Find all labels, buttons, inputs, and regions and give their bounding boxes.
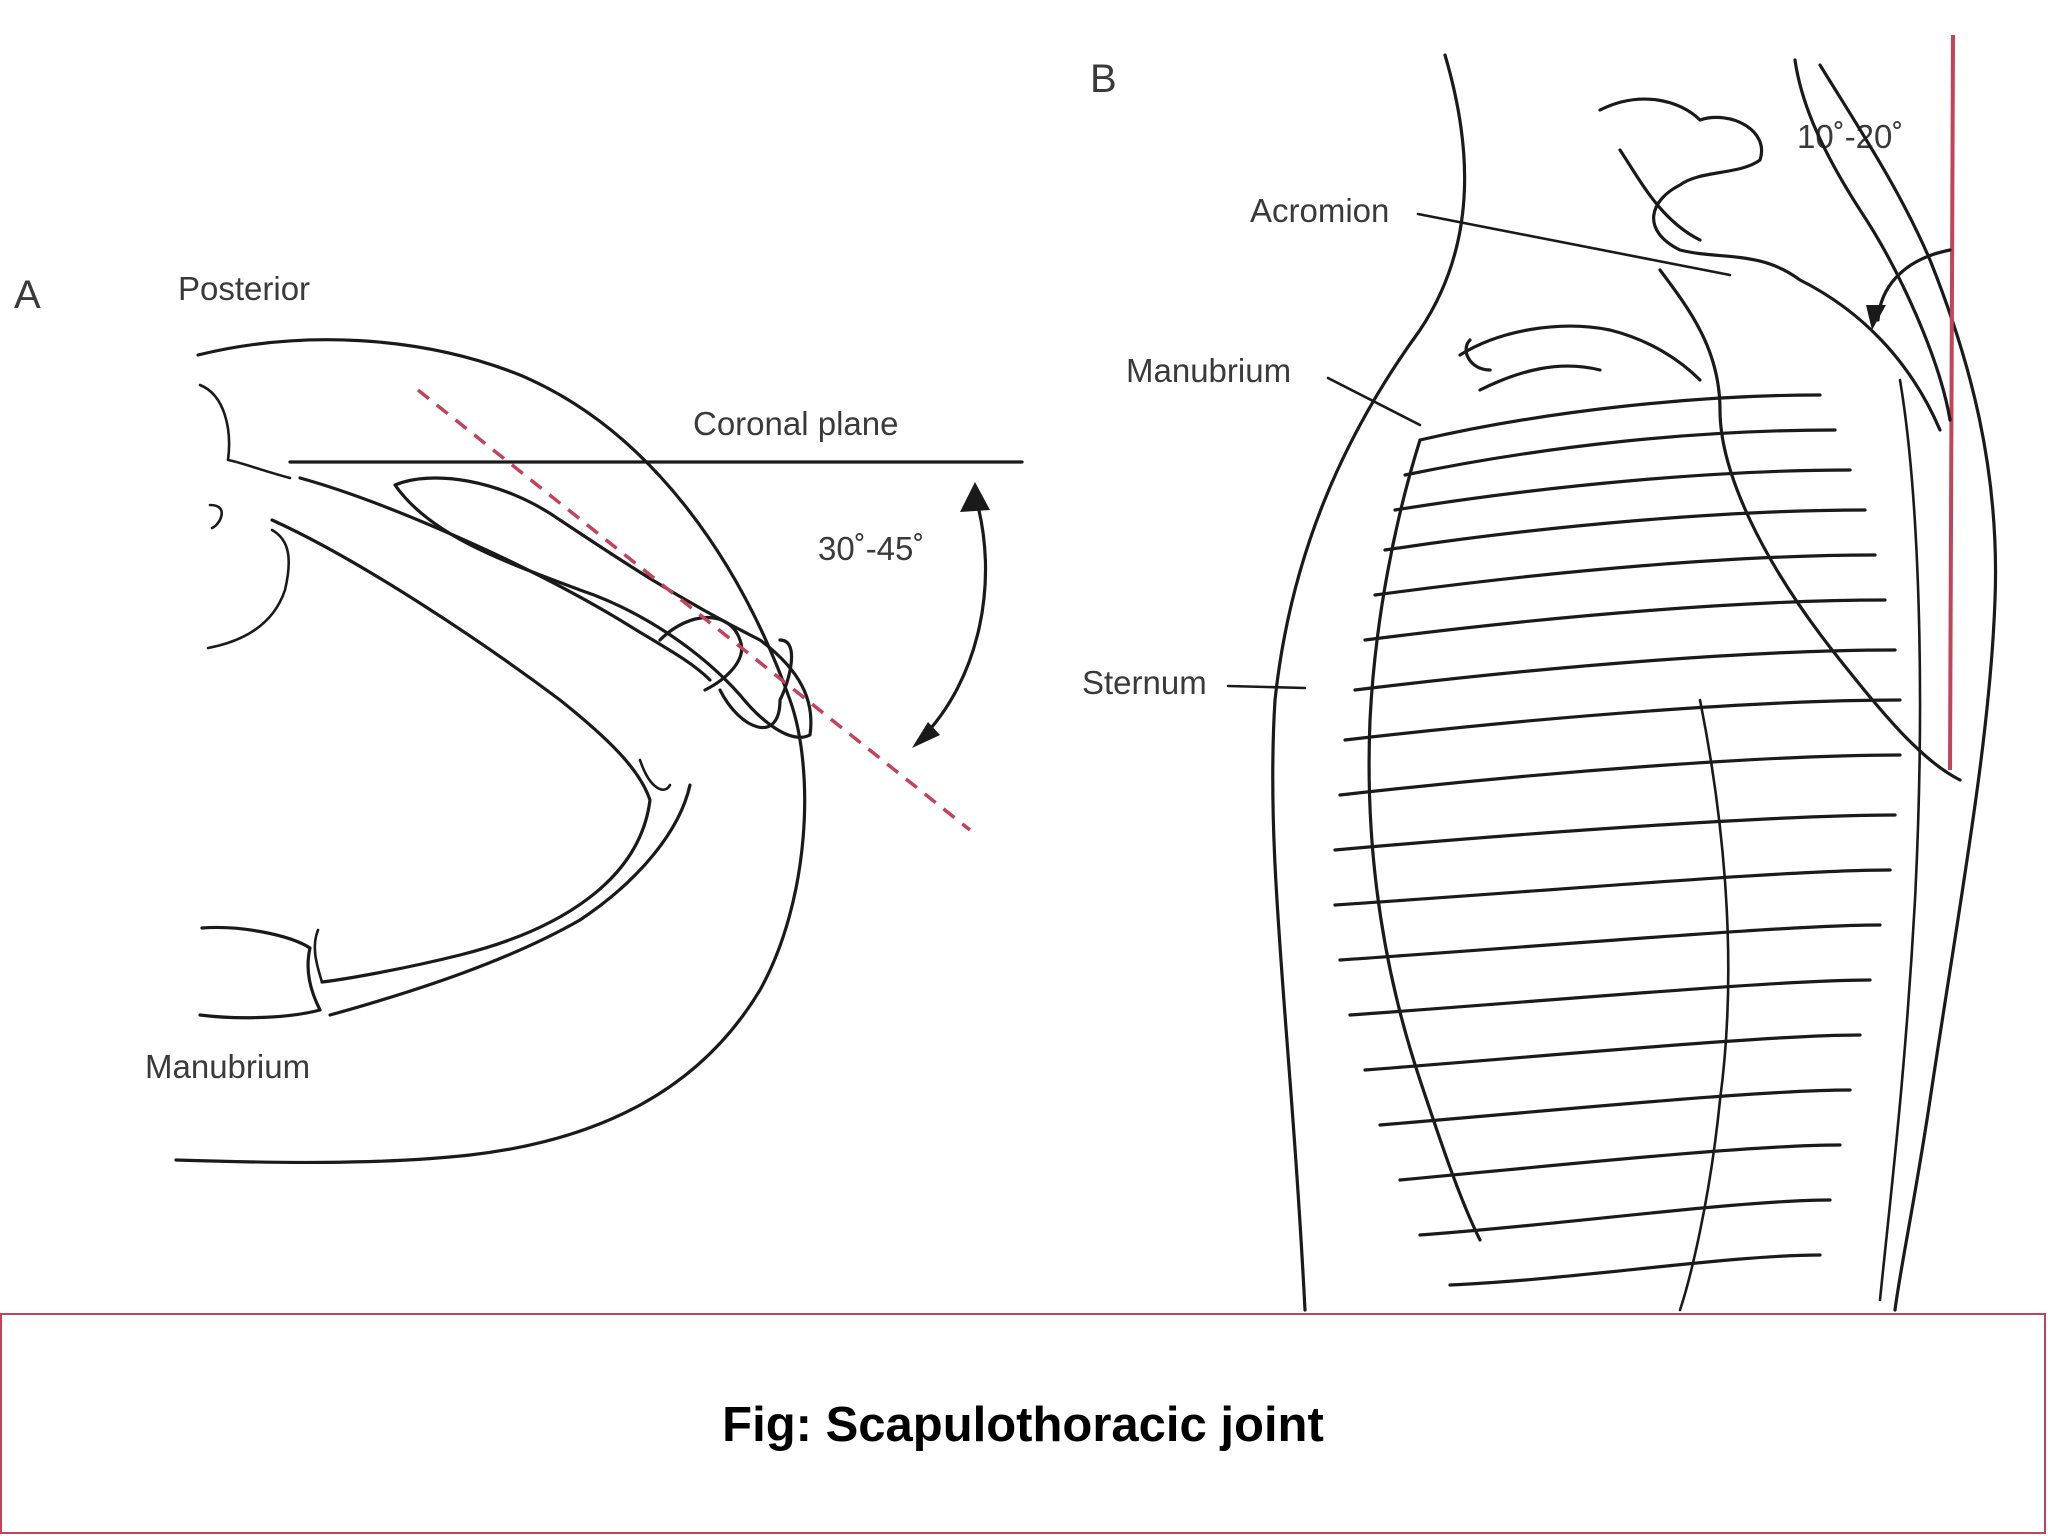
torso-cross-section-drawing	[174, 338, 813, 1165]
panel-a: A Posterior Coronal plane	[14, 270, 1024, 1165]
panel-b: B 10˚-20˚	[1082, 34, 1998, 1312]
panel-a-label: A	[14, 273, 41, 317]
manubrium-b-leader-line	[1326, 376, 1422, 427]
angle-arrowhead-bottom	[912, 722, 940, 748]
sternum-label: Sternum	[1082, 664, 1207, 701]
scapular-plane-line	[416, 388, 972, 832]
acromion-leader-line	[1416, 212, 1732, 277]
scapular-plane-line-b	[1793, 58, 1952, 422]
angle-b-arrowhead	[1866, 305, 1886, 330]
coronal-plane-label: Coronal plane	[693, 405, 898, 442]
sternum-leader-line	[1226, 684, 1307, 690]
thorax-lateral-drawing	[1271, 34, 1998, 1312]
manubrium-b-label: Manubrium	[1126, 352, 1291, 389]
angle-arrowhead-top	[960, 482, 990, 512]
angle-a-label: 30˚-45˚	[818, 530, 924, 567]
figure-caption: Fig: Scapulothoracic joint	[722, 1398, 1324, 1452]
rib-cage	[1333, 393, 1902, 1287]
posterior-label: Posterior	[178, 270, 310, 307]
acromion-label: Acromion	[1250, 192, 1389, 229]
manubrium-a-label: Manubrium	[145, 1048, 310, 1085]
panel-b-label: B	[1090, 57, 1117, 101]
angle-arrow	[918, 493, 988, 742]
vertical-reference-line	[1948, 34, 1955, 771]
caption-frame: Fig: Scapulothoracic joint	[0, 1313, 2046, 1534]
